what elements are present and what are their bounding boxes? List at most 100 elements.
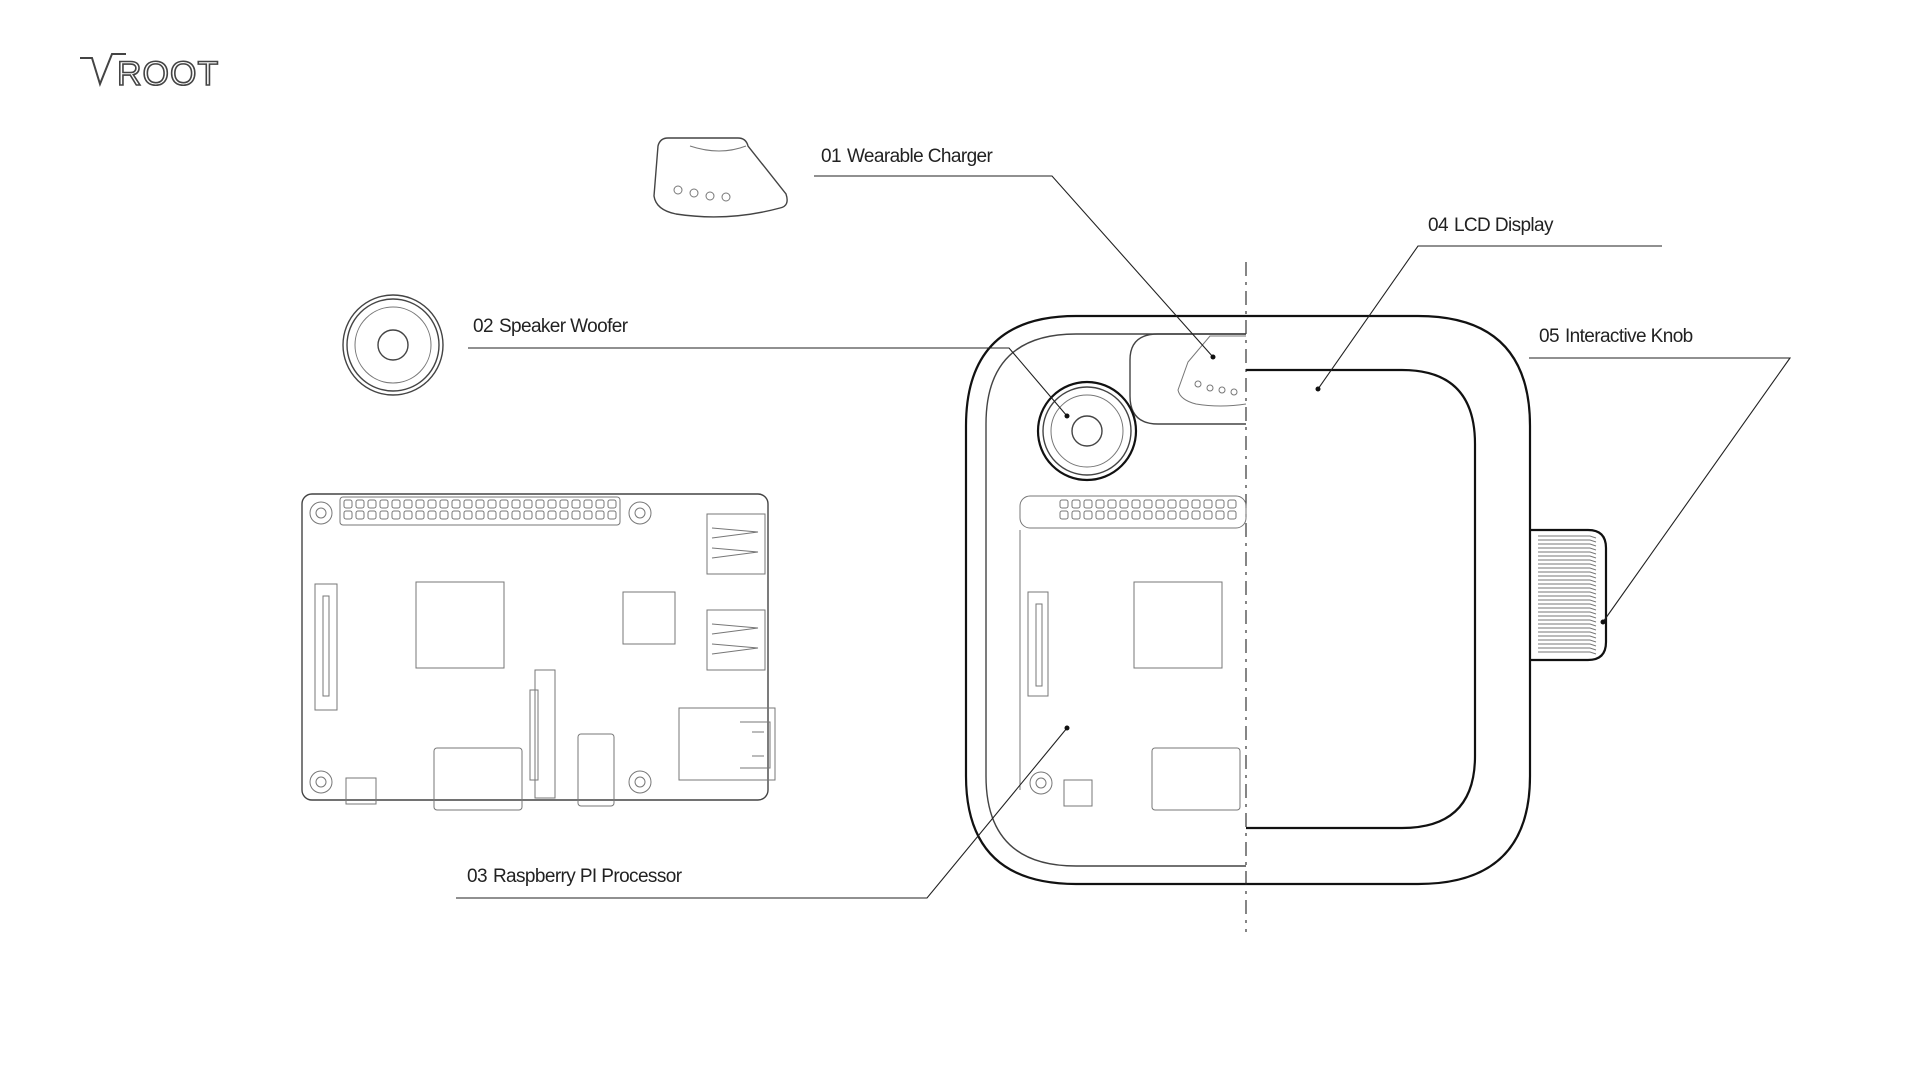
callout-04-number: 04 bbox=[1428, 215, 1449, 236]
gpio-pin bbox=[607, 510, 617, 520]
knob-ridge bbox=[1538, 635, 1597, 639]
gpio-pin bbox=[427, 510, 437, 520]
callout-01-number: 01 bbox=[821, 146, 841, 167]
callout-03-number: 03 bbox=[467, 866, 487, 887]
gpio-pin bbox=[499, 499, 509, 509]
gpio-pin bbox=[1203, 510, 1213, 520]
gpio-pin bbox=[1071, 499, 1081, 509]
knob-ridge bbox=[1538, 643, 1597, 647]
gpio-pin bbox=[547, 510, 557, 520]
gpio-pin bbox=[1227, 510, 1237, 520]
gpio-pin bbox=[403, 510, 413, 520]
gpio-pin bbox=[439, 510, 449, 520]
knob-ridge bbox=[1538, 603, 1597, 607]
gpio-pin bbox=[391, 499, 401, 509]
gpio-pin bbox=[523, 499, 533, 509]
interactive-knob-icon bbox=[1531, 528, 1608, 662]
gpio-pin bbox=[475, 499, 485, 509]
knob-ridge bbox=[1538, 587, 1597, 591]
gpio-pin bbox=[343, 499, 353, 509]
raspberry-pi-board-icon bbox=[301, 493, 776, 811]
knob-ridge bbox=[1538, 567, 1597, 571]
gpio-pin bbox=[595, 510, 605, 520]
callout-leaders bbox=[456, 175, 1792, 899]
gpio-pin bbox=[571, 499, 581, 509]
gpio-pin bbox=[355, 499, 365, 509]
gpio-pin bbox=[403, 499, 413, 509]
gpio-pin bbox=[439, 499, 449, 509]
gpio-pin bbox=[1167, 510, 1177, 520]
knob-ridge bbox=[1538, 555, 1597, 559]
knob-ridge bbox=[1538, 583, 1597, 587]
gpio-pin bbox=[1107, 510, 1117, 520]
leader-05 bbox=[1529, 357, 1792, 623]
gpio-pin bbox=[1155, 510, 1165, 520]
gpio-pin bbox=[415, 499, 425, 509]
gpio-pin bbox=[535, 510, 545, 520]
leader-03 bbox=[456, 727, 1068, 899]
gpio-pin bbox=[1155, 499, 1165, 509]
gpio-pin bbox=[451, 499, 461, 509]
callout-02: 02 Speaker Woofer bbox=[473, 316, 629, 337]
callout-05-label: Interactive Knob bbox=[1565, 326, 1693, 347]
knob-ridge bbox=[1538, 607, 1597, 611]
gpio-pin bbox=[367, 499, 377, 509]
knob-ridge bbox=[1538, 551, 1597, 555]
callout-02-label: Speaker Woofer bbox=[499, 316, 629, 337]
gpio-pin bbox=[367, 510, 377, 520]
gpio-pin bbox=[1119, 510, 1129, 520]
knob-ridge bbox=[1538, 611, 1597, 615]
knob-ridge bbox=[1538, 639, 1597, 643]
gpio-pin bbox=[1071, 510, 1081, 520]
gpio-pin bbox=[463, 510, 473, 520]
gpio-pin bbox=[511, 510, 521, 520]
gpio-pin bbox=[1083, 510, 1093, 520]
gpio-pin bbox=[355, 510, 365, 520]
gpio-pin bbox=[559, 510, 569, 520]
gpio-pin bbox=[595, 499, 605, 509]
knob-ridge bbox=[1538, 579, 1597, 583]
callout-04-label: LCD Display bbox=[1454, 215, 1554, 236]
knob-ridge bbox=[1538, 575, 1597, 579]
gpio-pin bbox=[559, 499, 569, 509]
gpio-pin bbox=[583, 510, 593, 520]
gpio-pin bbox=[1167, 499, 1177, 509]
knob-ridge bbox=[1538, 615, 1597, 619]
gpio-pin bbox=[427, 499, 437, 509]
logo-text: ROOT bbox=[117, 55, 219, 93]
leader-01 bbox=[814, 175, 1214, 358]
knob-ridge bbox=[1538, 563, 1597, 567]
gpio-pin bbox=[1059, 499, 1069, 509]
gpio-pin bbox=[547, 499, 557, 509]
gpio-pin bbox=[571, 510, 581, 520]
gpio-pin bbox=[523, 510, 533, 520]
gpio-pin bbox=[499, 510, 509, 520]
gpio-pin bbox=[1143, 499, 1153, 509]
gpio-pin bbox=[1131, 499, 1141, 509]
root-logo-icon: ROOT bbox=[80, 53, 219, 94]
callout-02-number: 02 bbox=[473, 316, 493, 337]
knob-ridge bbox=[1538, 547, 1597, 551]
gpio-pin bbox=[415, 510, 425, 520]
gpio-pin bbox=[607, 499, 617, 509]
gpio-pin bbox=[1203, 499, 1213, 509]
knob-ridge bbox=[1538, 539, 1597, 543]
speaker-woofer-icon bbox=[342, 294, 444, 396]
knob-ridge bbox=[1538, 627, 1597, 631]
knob-ridge bbox=[1538, 647, 1597, 651]
gpio-pin bbox=[1059, 510, 1069, 520]
knob-ridge bbox=[1538, 571, 1597, 575]
leader-04 bbox=[1317, 245, 1662, 390]
knob-ridge bbox=[1538, 631, 1597, 635]
knob-ridge bbox=[1538, 535, 1597, 539]
gpio-pin bbox=[1095, 499, 1105, 509]
